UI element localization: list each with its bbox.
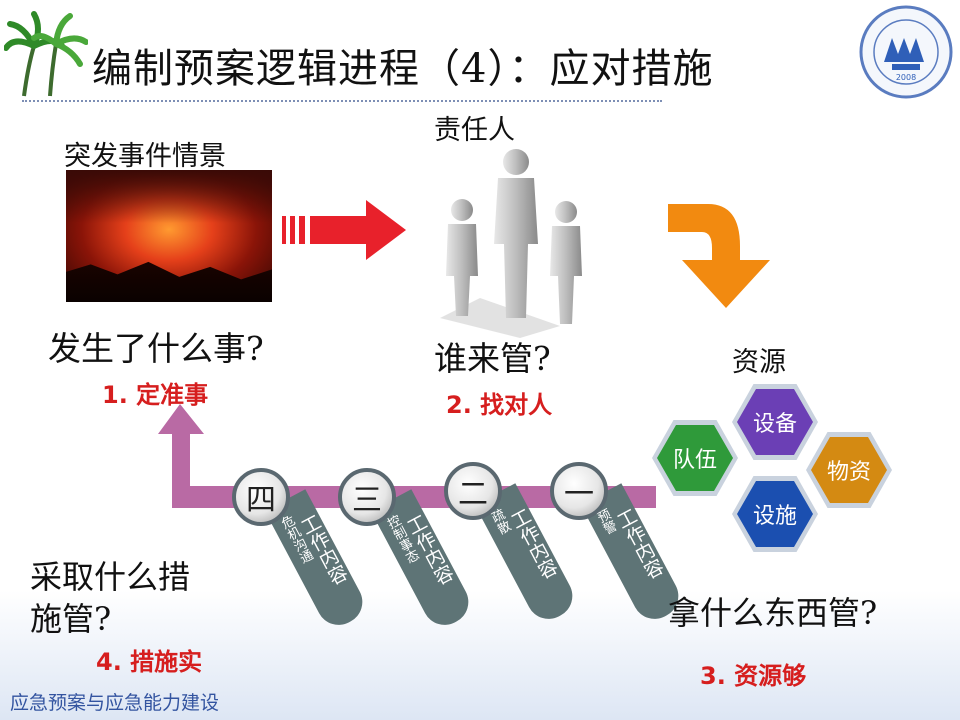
question-what-resources: 拿什么东西管? <box>668 594 878 632</box>
hex-facility: 设施 <box>732 476 818 552</box>
footer-text: 应急预案与应急能力建设 <box>10 692 220 714</box>
hex-team: 队伍 <box>652 420 738 496</box>
scene-label: 突发事件情景 <box>64 141 226 172</box>
red-right-arrow <box>282 198 408 262</box>
resources-label: 资源 <box>732 347 786 378</box>
answer-resources-enough: 3. 资源够 <box>700 662 807 690</box>
question-what-happened: 发生了什么事? <box>48 329 264 368</box>
question-what-measures-line2: 施管? <box>30 600 112 638</box>
hex-goods: 物资 <box>806 432 892 508</box>
step-circle-4: 四 <box>232 468 290 526</box>
page-title: 编制预案逻辑进程（4）：应对措施 <box>92 46 714 92</box>
wildfire-image <box>66 170 272 302</box>
answer-measures-solid: 4. 措施实 <box>96 648 203 676</box>
people-figures-icon <box>420 148 620 338</box>
title-divider <box>22 100 662 102</box>
step-circle-1: 一 <box>550 462 608 520</box>
palm-tree-logo <box>3 6 89 98</box>
svg-text:2008: 2008 <box>896 73 916 82</box>
step-circle-3: 三 <box>338 468 396 526</box>
orange-curved-arrow <box>664 196 784 310</box>
hex-equipment: 设备 <box>732 384 818 460</box>
responsible-label: 责任人 <box>434 115 515 146</box>
answer-find-person: 2. 找对人 <box>446 391 553 419</box>
step-circle-2: 二 <box>444 462 502 520</box>
question-what-measures-line1: 采取什么措 <box>30 558 191 596</box>
answer-define-event: 1. 定准事 <box>102 381 209 409</box>
university-seal-logo: 2008 <box>858 4 954 100</box>
question-who-manages: 谁来管? <box>434 339 551 378</box>
